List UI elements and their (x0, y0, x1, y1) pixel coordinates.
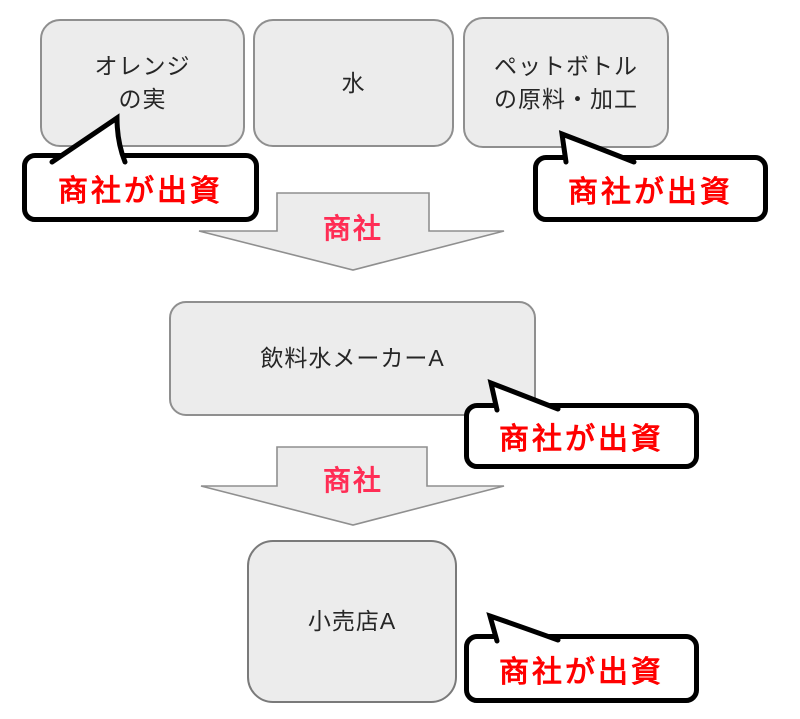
box-pet-bottle-line1: ペットボトル (494, 52, 638, 79)
box-beverage-maker: 飲料水メーカーA (169, 301, 536, 416)
callout-investment-middle-right-text: 商社が出資 (499, 423, 664, 456)
callout-investment-bottom-right: 商社が出資 (464, 634, 699, 703)
box-water-line1: 水 (341, 69, 366, 96)
arrow-label-1: 商社 (322, 213, 384, 244)
box-pet-bottle-material: ペットボトル の原料・加工 (463, 17, 669, 148)
arrow-label-2: 商社 (322, 465, 384, 496)
callout-investment-middle-right: 商社が出資 (464, 403, 699, 469)
box-orange-fruit-line2: の実 (118, 86, 167, 112)
callout-investment-top-right-text: 商社が出資 (568, 175, 733, 209)
callout-investment-top-right: 商社が出資 (533, 155, 768, 222)
box-retailer: 小売店A (247, 540, 457, 703)
box-water: 水 (253, 19, 454, 147)
box-pet-bottle-line2: の原料・加工 (494, 85, 638, 112)
callout-investment-top-left-text: 商社が出資 (58, 174, 223, 208)
box-beverage-maker-line1: 飲料水メーカーA (260, 345, 445, 372)
callout-investment-bottom-right-text: 商社が出資 (499, 655, 664, 689)
box-orange-fruit-line1: オレンジ (94, 53, 191, 80)
box-retailer-line1: 小売店A (307, 608, 397, 635)
callout-investment-top-left: 商社が出資 (22, 153, 259, 222)
box-orange-fruit: オレンジ の実 (40, 19, 245, 147)
